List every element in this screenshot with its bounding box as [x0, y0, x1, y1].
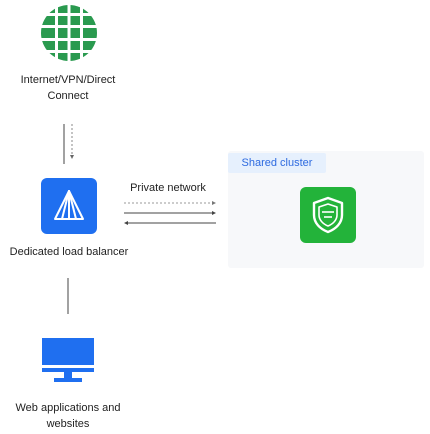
shared-cluster-node — [300, 187, 356, 243]
lb-to-web-connector — [60, 276, 76, 318]
private-network-arrows — [118, 196, 222, 230]
private-network-label: Private network — [130, 182, 206, 194]
internet-to-lb-connector — [56, 122, 80, 166]
monitor-icon — [40, 336, 96, 386]
internet-label: Internet/VPN/Direct Connect — [20, 74, 116, 102]
load-balancer-icon — [54, 190, 84, 220]
shield-icon — [312, 196, 344, 234]
web-apps-label: Web applications and websites — [15, 402, 121, 430]
globe-icon — [40, 4, 98, 62]
load-balancer-node — [41, 178, 97, 234]
load-balancer-label: Dedicated load balancer — [9, 246, 129, 258]
shared-cluster-label: Shared cluster — [228, 153, 326, 173]
